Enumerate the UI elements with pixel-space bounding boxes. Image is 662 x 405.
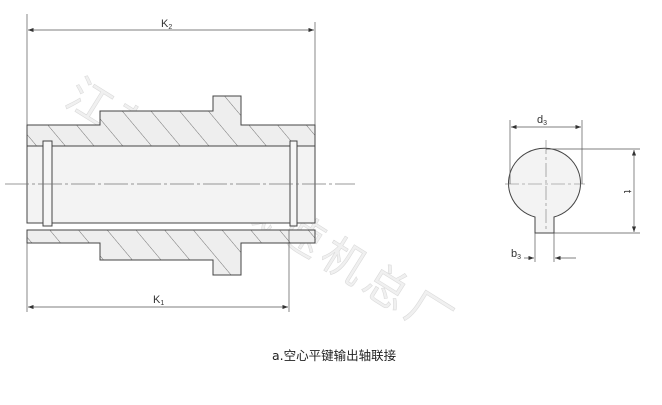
shaft-end-view — [505, 140, 585, 234]
dimension-k2 — [26, 14, 316, 125]
lower-wall-hatch — [26, 229, 316, 276]
dimension-t — [546, 148, 640, 234]
figure-caption: a.空心平键输出轴联接 — [272, 348, 397, 363]
dimension-d3 — [509, 120, 583, 184]
hollow-shaft-section — [26, 95, 316, 276]
retaining-ring-right — [289, 140, 298, 227]
dimension-b3 — [524, 233, 576, 262]
k2-label: K2 — [161, 18, 172, 31]
dimension-k1 — [26, 230, 290, 312]
retaining-ring-left — [42, 140, 53, 227]
upper-wall-hatch — [26, 95, 316, 147]
k1-label: K1 — [153, 294, 164, 307]
b3-label: b3 — [511, 248, 521, 261]
bore — [26, 145, 316, 224]
d3-label: d3 — [537, 114, 547, 127]
t-label: t — [621, 190, 633, 193]
keyed-shaft-profile — [508, 147, 581, 234]
